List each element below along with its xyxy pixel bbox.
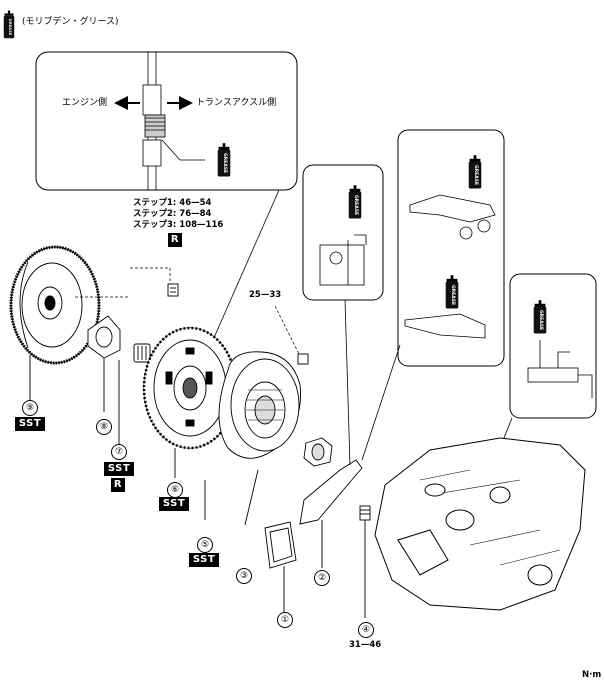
part-number-4: ④ (358, 622, 374, 638)
arrow-left-icon (114, 96, 140, 110)
callout-box-shaft (509, 273, 597, 419)
pressure-plate (204, 351, 301, 520)
torque-step-1: ステップ1: 46—54 (133, 198, 223, 209)
torque-step-value: 76—84 (179, 209, 212, 219)
part-number-5: ⑤ (197, 537, 213, 553)
part-number-7: ⑦ (111, 444, 127, 460)
sst-badge-pilot-bearing: SST (104, 462, 134, 476)
torque-step-3: ステップ3: 108—116 (133, 220, 223, 231)
torque-step-label: ステップ2: (133, 209, 177, 219)
lever-callout-grease-can-icon-1 (468, 155, 482, 189)
arrow-right-icon (167, 96, 193, 110)
torque-step-value: 46—54 (179, 198, 212, 208)
legend-grease-can-icon (3, 10, 15, 39)
pivot-bolt (359, 505, 371, 618)
part-number-8: ⑧ (96, 419, 112, 435)
transaxle-side-label: トランスアクスル側 (196, 98, 277, 108)
callout-box-fork (302, 164, 384, 301)
callout-box-top (35, 51, 298, 191)
callout-box-lever (397, 129, 505, 367)
lever-callout-grease-can-icon-2 (445, 275, 459, 309)
boot (264, 521, 297, 612)
torque-step-2: ステップ2: 76—84 (133, 209, 223, 220)
part-number-2: ② (314, 570, 330, 586)
grease-legend-text: (モリブデン・グリース) (22, 17, 119, 27)
transaxle-housing (374, 437, 586, 611)
flywheel-bolt (167, 283, 179, 297)
torque-step-label: ステップ1: (133, 198, 177, 208)
sst-badge-flywheel: SST (15, 417, 45, 431)
sst-badge-clutch-disc: SST (159, 497, 189, 511)
pilot-bearing (118, 343, 151, 450)
engine-side-label: エンジン側 (62, 98, 108, 108)
clutch-disc (142, 326, 238, 478)
torque-pivot: 31—46 (349, 640, 382, 650)
torque-step-label: ステップ3: (133, 220, 177, 230)
torque-pressure-plate: 25—33 (249, 290, 282, 300)
release-bearing (244, 437, 333, 526)
torque-step-value: 108—116 (179, 220, 224, 230)
units-label: N·m (582, 670, 602, 680)
part-number-9: ⑨ (22, 400, 38, 416)
callout-spline-section (142, 52, 205, 190)
callout-grease-can-icon (217, 143, 231, 177)
torque-steps: ステップ1: 46—54 ステップ2: 76—84 ステップ3: 108—116 (133, 198, 223, 231)
pressure-plate-bolt (297, 353, 309, 365)
shaft-callout-grease-can-icon (533, 300, 547, 334)
sst-badge-pressure-plate: SST (189, 553, 219, 567)
r-badge-pilot-bearing: R (111, 478, 125, 492)
part-number-6: ⑥ (167, 482, 183, 498)
flywheel-plate (87, 315, 121, 412)
flywheel (9, 245, 101, 400)
release-fork (299, 459, 363, 568)
part-number-1: ① (277, 612, 293, 628)
r-badge-bolt: R (168, 233, 182, 247)
fork-callout-grease-can-icon (348, 185, 362, 219)
part-number-3: ③ (236, 568, 252, 584)
